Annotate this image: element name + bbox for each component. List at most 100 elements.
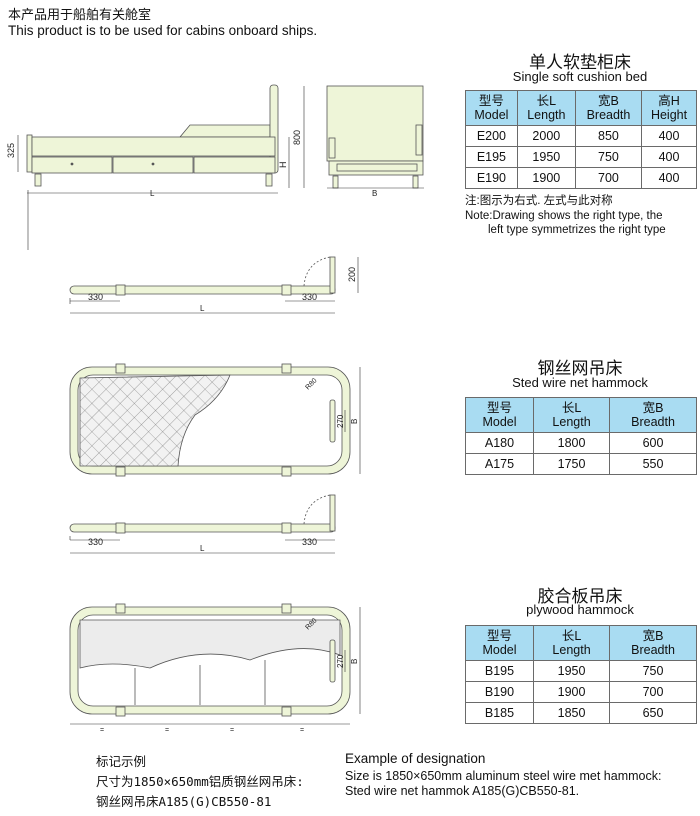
section-title-cn: 钢丝网吊床 <box>537 359 623 378</box>
table-cell: 550 <box>609 453 697 475</box>
header-label: Breadth <box>631 415 675 429</box>
table-cell: E200 <box>465 125 518 147</box>
header-label: 型号 <box>478 94 504 108</box>
dim-330-d: 330 <box>302 537 317 547</box>
header-label: Breadth <box>586 108 631 122</box>
dim-l-2: L <box>200 304 205 313</box>
table-cell: 1850 <box>532 702 611 724</box>
table-cell: B195 <box>465 660 534 682</box>
dim-h: H <box>278 162 288 169</box>
table-cell: A180 <box>465 432 534 454</box>
table-cell: 750 <box>609 660 697 682</box>
dim-eq-3: = <box>230 727 234 734</box>
dim-330-a: 330 <box>88 292 103 302</box>
bed-end-view <box>326 85 424 189</box>
dim-b-2: B <box>350 419 359 424</box>
plywood-hammock-plan <box>69 603 351 717</box>
table-cell: 1900 <box>516 167 576 189</box>
intro-en: This product is to be used for cabins on… <box>8 23 318 38</box>
header-label: Height <box>650 108 688 122</box>
header-label: 型号 <box>486 629 512 643</box>
dim-270-2: 270 <box>336 654 345 668</box>
dim-330-b: 330 <box>302 292 317 302</box>
table-cell: A175 <box>465 453 534 475</box>
dim-b-1: B <box>372 189 377 198</box>
dim-200: 200 <box>347 267 357 282</box>
table-cell: 400 <box>641 146 697 168</box>
header-label: Length <box>527 108 566 122</box>
designation-en-line1: Size is 1850×650mm aluminum steel wire m… <box>345 769 662 783</box>
table-cell: 1750 <box>532 453 611 475</box>
section-title-cn: 单人软垫柜床 <box>529 53 631 72</box>
table-cell: 700 <box>609 681 697 703</box>
table-cell: 400 <box>641 167 697 189</box>
section-title-en: Single soft cushion bed <box>512 69 648 84</box>
header-label: Model <box>474 108 509 122</box>
section-title-cn: 胶合板吊床 <box>537 587 623 606</box>
table-cell: E195 <box>465 146 518 168</box>
table-cell: 1950 <box>532 660 611 682</box>
dim-325: 325 <box>6 143 16 158</box>
header-label: Model <box>482 643 517 657</box>
table-cell: 1900 <box>532 681 611 703</box>
header-label: Length <box>552 415 591 429</box>
note-en-2: left type symmetrizes the right type <box>488 224 666 236</box>
designation-cn-title: 标记示例 <box>96 754 147 769</box>
table-cell: 600 <box>609 432 697 454</box>
technical-drawings: 325 800 H L B 330 330 L 200 R80 270 B 33… <box>6 84 424 734</box>
dim-eq-4: = <box>300 727 304 734</box>
header-label: 高H <box>658 94 680 108</box>
header-label: 宽B <box>642 401 664 415</box>
designation-en-title: Example of designation <box>345 751 486 766</box>
intro-cn: 本产品用于船舶有关舱室 <box>8 7 152 22</box>
hammock-side-view-2 <box>69 494 336 534</box>
designation-cn-line2: 钢丝网吊床A185(G)CB550-81 <box>96 794 272 809</box>
note-cn: 注:图示为右式. 左式与此对称 <box>465 195 613 207</box>
header-label: 宽B <box>598 94 619 108</box>
header-label: 宽B <box>642 629 664 643</box>
dim-eq-2: = <box>165 727 169 734</box>
dim-l-1: L <box>150 189 155 198</box>
table-cell: 1800 <box>532 432 611 454</box>
dim-l-3: L <box>200 544 205 553</box>
table-cell: 400 <box>641 125 697 147</box>
header-label: 长L <box>561 401 582 415</box>
note-en-1: Note:Drawing shows the right type, the <box>465 210 663 222</box>
table-cell: 650 <box>609 702 697 724</box>
hammock-side-view-1 <box>69 256 336 296</box>
table-cell: 2000 <box>516 125 576 147</box>
table-cell: 750 <box>574 146 643 168</box>
dim-800: 800 <box>292 130 302 145</box>
dim-270-1: 270 <box>336 414 345 428</box>
section-title-en: Sted wire net hammock <box>512 375 648 390</box>
table-cell: 1950 <box>516 146 576 168</box>
table-cell: B185 <box>465 702 534 724</box>
header-label: 长L <box>561 629 582 643</box>
header-label: Model <box>482 415 517 429</box>
header-label: 型号 <box>486 401 512 415</box>
designation-en-line2: Sted wire net hammok A185(G)CB550-81. <box>345 784 580 798</box>
bed-side-view <box>26 84 279 187</box>
dim-eq-1: = <box>100 727 104 734</box>
table-cell: E190 <box>465 167 518 189</box>
designation-cn-line1: 尺寸为1850×650mm铝质钢丝网吊床: <box>96 774 304 789</box>
